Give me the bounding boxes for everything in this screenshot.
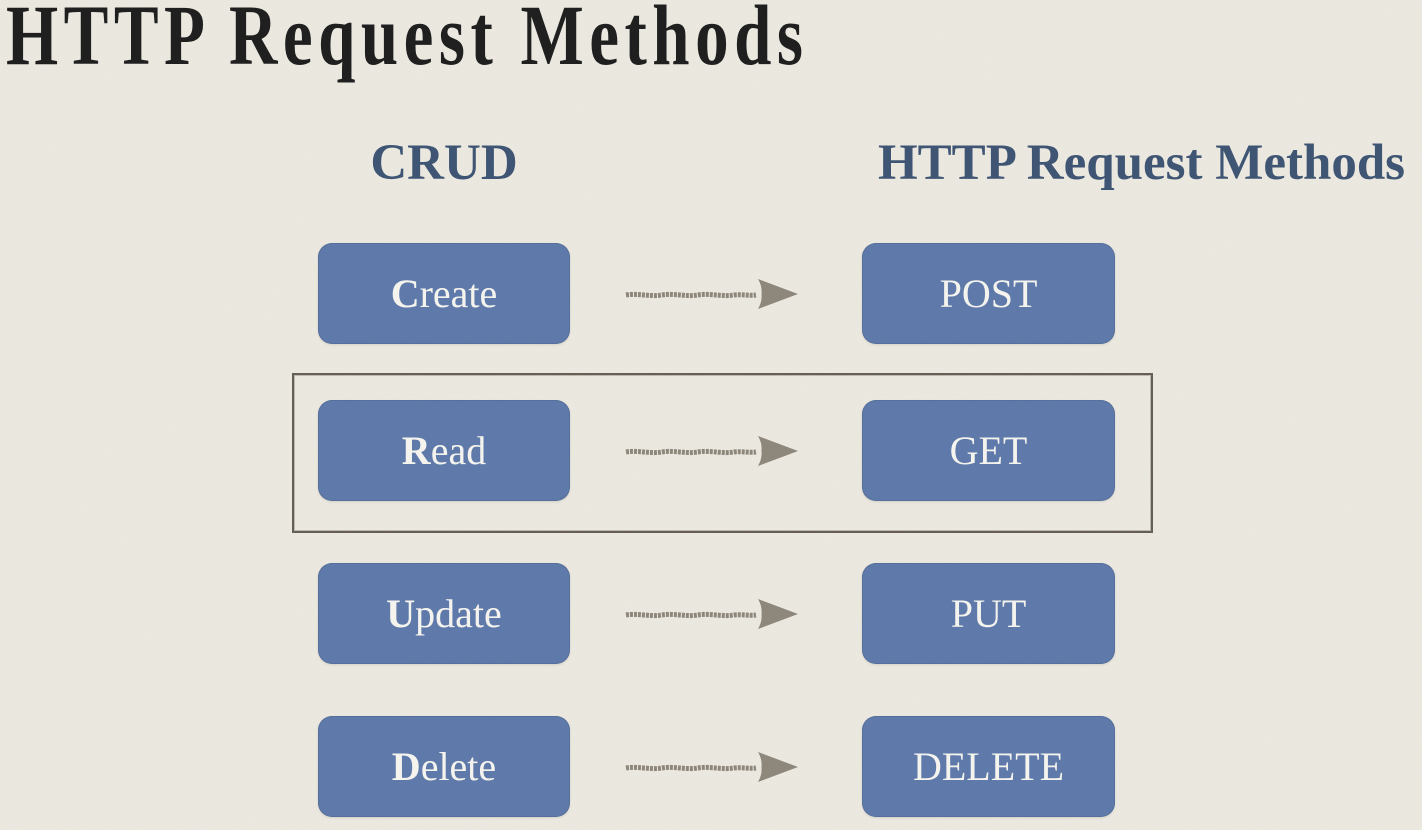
column-header-crud: CRUD <box>370 135 518 191</box>
column-header-http-methods: HTTP Request Methods <box>878 135 1406 191</box>
mapping-row-delete: Delete DELETE <box>0 716 1422 817</box>
mapping-row-update: Update PUT <box>0 563 1422 664</box>
method-box-delete: DELETE <box>862 716 1115 817</box>
method-box-post: POST <box>862 243 1115 344</box>
mapping-row-read: Read GET <box>0 400 1422 501</box>
arrow-icon <box>625 599 798 629</box>
page-title: HTTP Request Methods <box>6 0 809 83</box>
mapping-row-create: Create POST <box>0 243 1422 344</box>
arrow-icon <box>625 279 798 309</box>
arrow-icon <box>625 752 798 782</box>
crud-box-create: Create <box>318 243 570 344</box>
crud-box-update: Update <box>318 563 570 664</box>
method-box-get: GET <box>862 400 1115 501</box>
method-box-put: PUT <box>862 563 1115 664</box>
crud-box-delete: Delete <box>318 716 570 817</box>
arrow-icon <box>625 436 798 466</box>
crud-box-read: Read <box>318 400 570 501</box>
